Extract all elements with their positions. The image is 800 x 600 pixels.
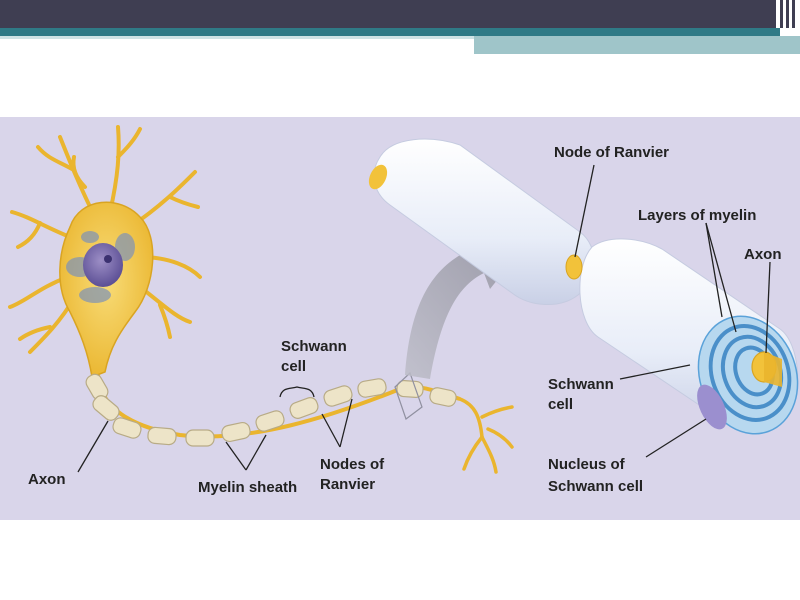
header-dark-band — [0, 0, 776, 28]
label-schwann-cell-right-2: cell — [548, 396, 573, 413]
header-accent-teal — [0, 28, 780, 36]
schwann-nucleus — [697, 384, 727, 430]
neuron-diagram-svg: Axon Myelin sheath Schwann cell Nodes of… — [8, 125, 799, 496]
label-nucleus-1: Nucleus of — [548, 456, 626, 473]
myelin-cross-section — [697, 315, 799, 435]
label-nodes-of-ranvier-1: Nodes of — [320, 456, 385, 473]
label-schwann-cell-top-2: cell — [281, 358, 306, 375]
label-node-of-ranvier: Node of Ranvier — [554, 144, 669, 161]
label-axon-left: Axon — [28, 471, 66, 488]
slide-header-bar — [0, 0, 800, 28]
axon-end-upper — [368, 164, 388, 190]
zoom-highlight-box — [394, 371, 423, 420]
axon-terminals — [458, 397, 514, 474]
label-nodes-of-ranvier-2: Ranvier — [320, 476, 375, 493]
label-layers-of-myelin: Layers of myelin — [638, 207, 756, 224]
myelin-segments — [85, 373, 457, 447]
leader-lines — [77, 164, 771, 473]
schwann-cell-brace — [279, 386, 315, 398]
node-of-ranvier-detail — [565, 254, 583, 280]
label-schwann-cell-top-1: Schwann — [281, 338, 347, 355]
label-myelin-sheath: Myelin sheath — [198, 479, 297, 496]
label-axon-right: Axon — [744, 246, 782, 263]
nucleolus — [104, 255, 112, 263]
label-nucleus-2: Schwann cell — [548, 478, 643, 495]
header-accent-light — [0, 36, 474, 39]
header-stripe — [780, 0, 783, 28]
neuron-diagram: Axon Myelin sheath Schwann cell Nodes of… — [0, 117, 800, 520]
neuron-nucleus — [83, 243, 123, 287]
header-accent-pale — [474, 36, 800, 54]
myelinated-segment-upper — [368, 138, 595, 306]
label-schwann-cell-right-1: Schwann — [548, 376, 614, 393]
header-stripe — [786, 0, 789, 28]
header-stripe — [792, 0, 795, 28]
